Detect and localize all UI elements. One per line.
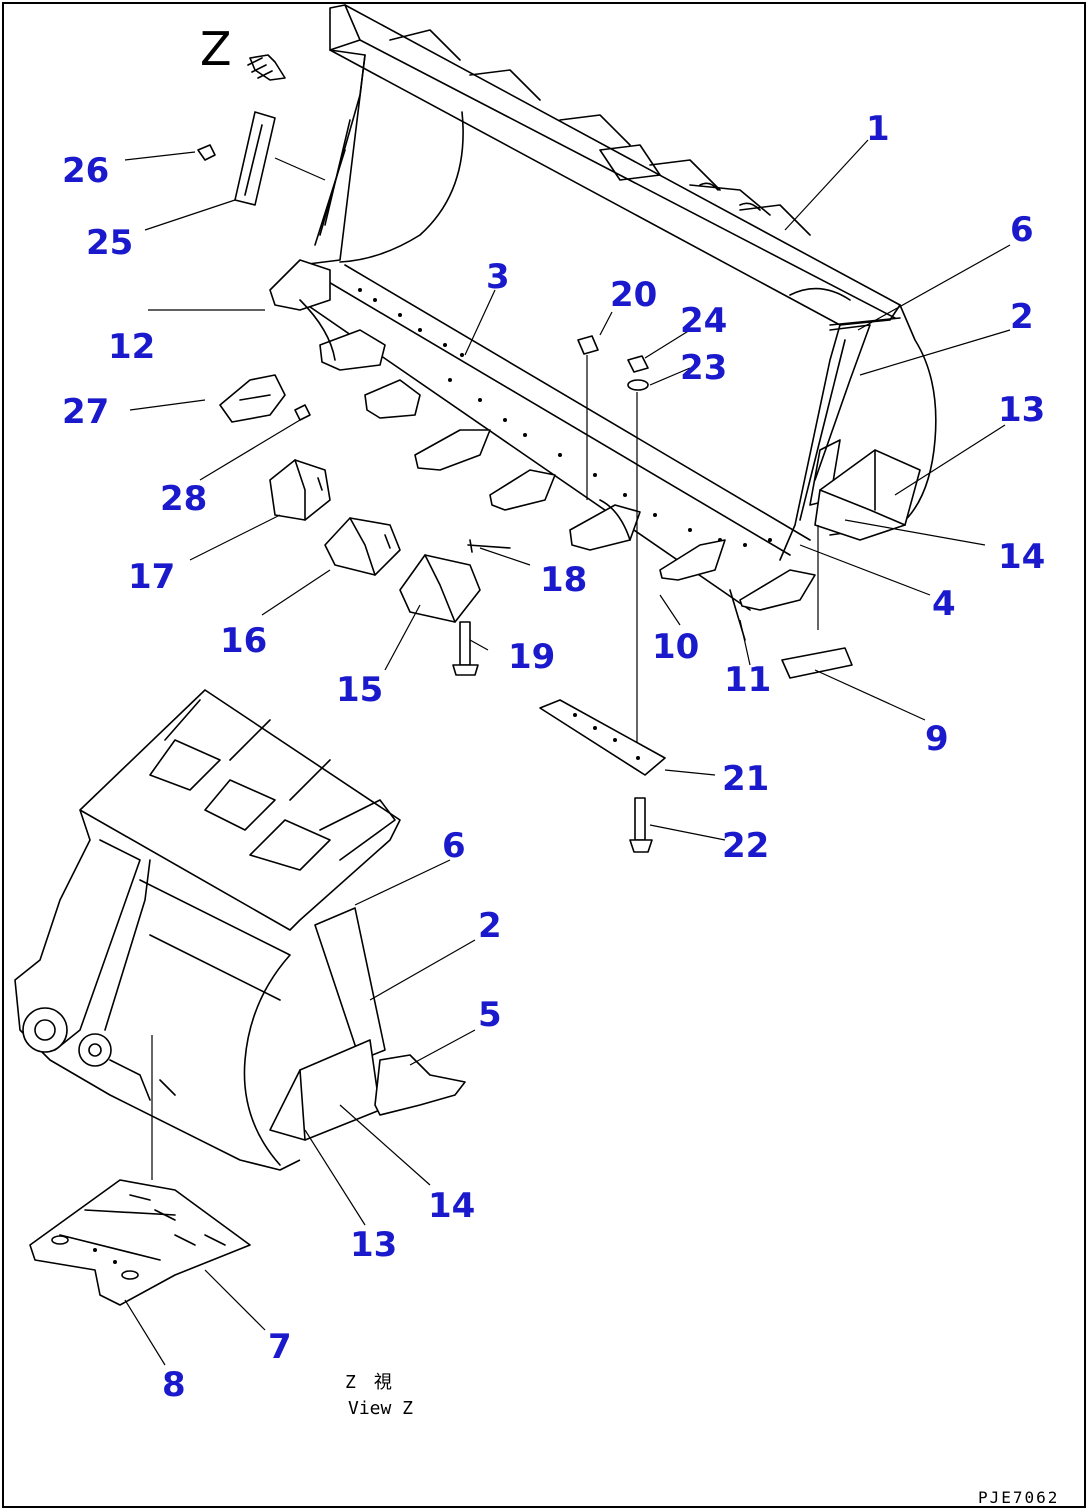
view-caption-jp: Z 視 — [345, 1372, 392, 1393]
callout-7: 7 — [268, 1327, 292, 1367]
callout-6: 6 — [1010, 210, 1034, 250]
callout-25: 25 — [86, 223, 134, 263]
main-bucket — [269, 4, 937, 641]
callout-3: 3 — [486, 257, 510, 297]
callout-1: 1 — [866, 109, 890, 149]
callout-18: 18 — [540, 560, 588, 600]
callout-10: 10 — [652, 627, 700, 667]
callout-5: 5 — [478, 995, 502, 1035]
callout-19: 19 — [508, 637, 556, 677]
view-z-bucket — [14, 689, 466, 1306]
callout-21: 21 — [722, 759, 770, 799]
callout-8: 8 — [162, 1365, 186, 1405]
callout-15: 15 — [336, 670, 384, 710]
view-caption-en: View Z — [348, 1398, 414, 1419]
callout-13: 13 — [998, 390, 1046, 430]
callout-14: 14 — [998, 537, 1046, 577]
callout-2: 2 — [1010, 297, 1034, 337]
callout-27: 27 — [62, 392, 110, 432]
callout-6-view-z: 6 — [442, 826, 466, 866]
callout-24: 24 — [680, 301, 728, 341]
callout-28: 28 — [160, 479, 208, 519]
callout-22: 22 — [722, 826, 770, 866]
callout-16: 16 — [220, 621, 268, 661]
callout-17: 17 — [128, 557, 176, 597]
callout-2-view-z: 2 — [478, 906, 502, 946]
callout-20: 20 — [610, 275, 658, 315]
callout-26: 26 — [62, 151, 110, 191]
drawing-code: PJE7062 — [978, 1488, 1060, 1507]
callout-13-view-z: 13 — [350, 1225, 398, 1265]
callout-9: 9 — [925, 719, 949, 759]
view-direction-label: Z — [200, 22, 232, 76]
leader-lines — [124, 139, 1011, 1366]
loose-parts — [197, 54, 853, 853]
callout-4: 4 — [932, 584, 956, 624]
callout-11: 11 — [724, 660, 772, 700]
callout-23: 23 — [680, 348, 728, 388]
callout-12: 12 — [108, 327, 156, 367]
callout-14-view-z: 14 — [428, 1186, 476, 1226]
